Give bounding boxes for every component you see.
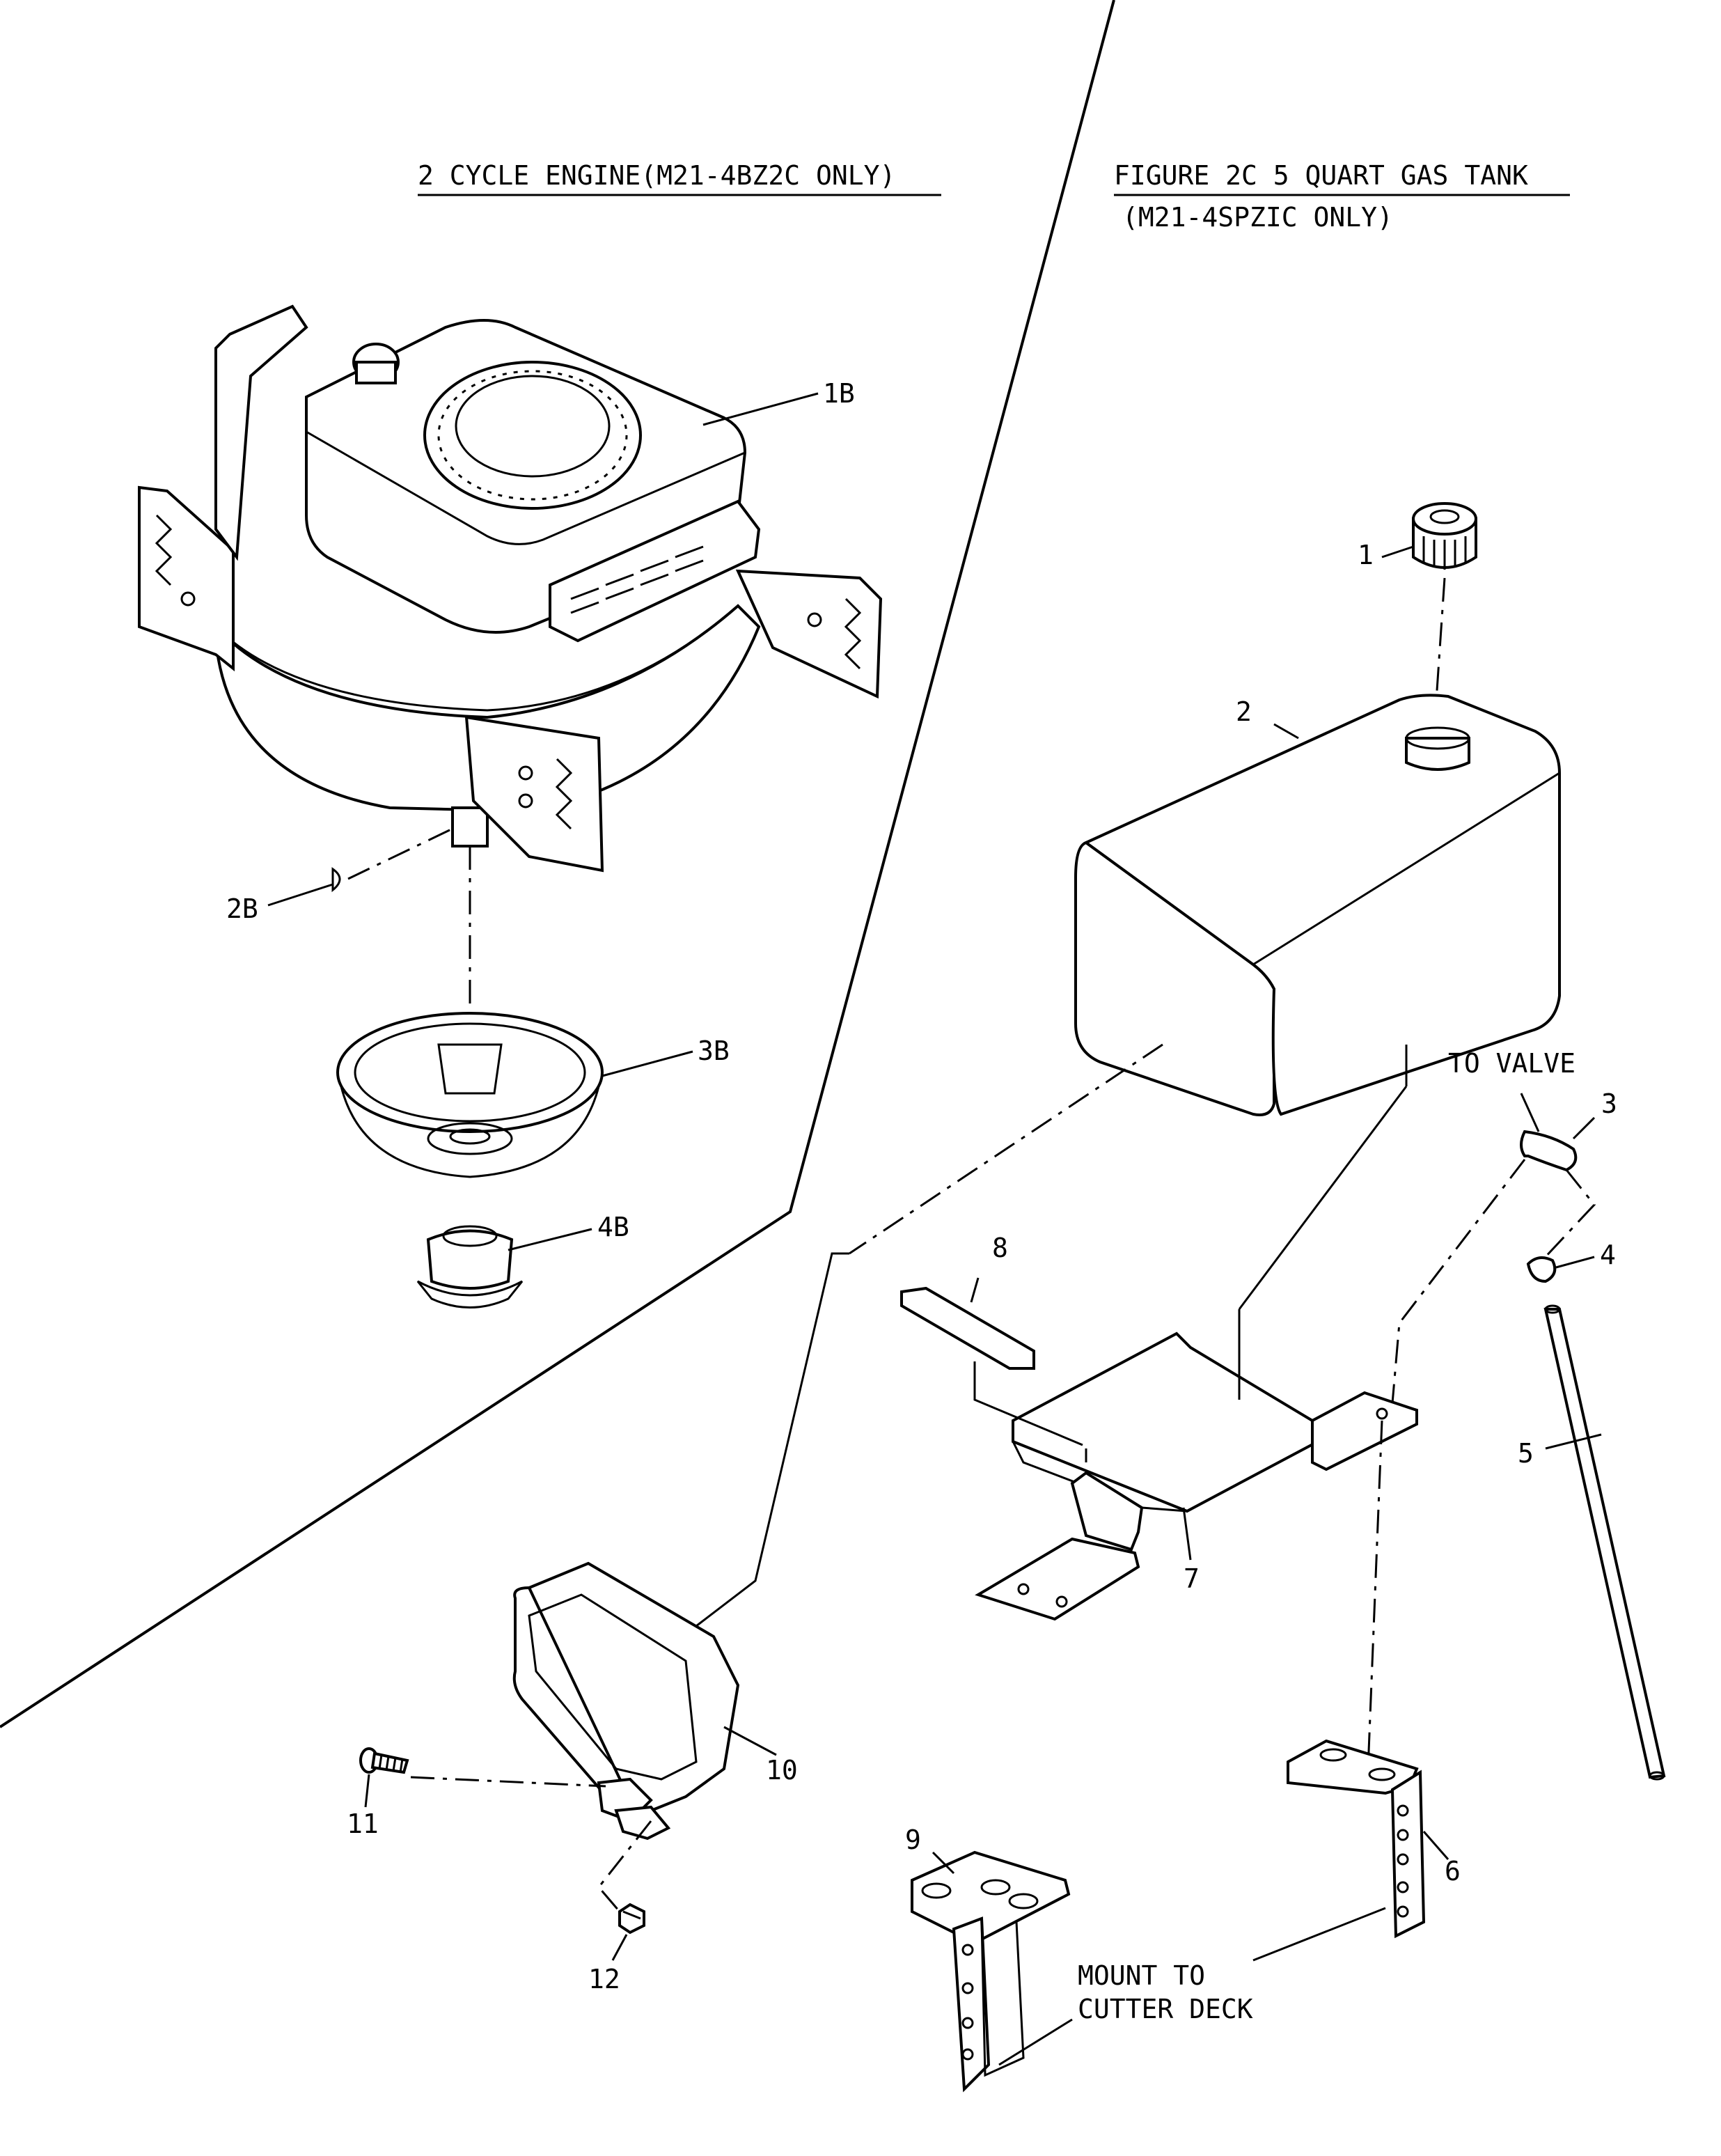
callout-4: 4 bbox=[1600, 1240, 1616, 1270]
tank-strip bbox=[900, 1286, 1035, 1370]
callout-7: 7 bbox=[1184, 1563, 1200, 1594]
callout-8: 8 bbox=[992, 1233, 1008, 1263]
tank-title: FIGURE 2C 5 QUART GAS TANK bbox=[1114, 160, 1528, 191]
callout-4b: 4B bbox=[597, 1212, 629, 1242]
bolt bbox=[359, 1747, 409, 1774]
callout-3b: 3B bbox=[698, 1036, 730, 1066]
engine-deck bbox=[214, 604, 761, 813]
callout-11: 11 bbox=[347, 1809, 379, 1839]
callout-2b: 2B bbox=[226, 893, 258, 924]
nut bbox=[618, 1903, 645, 1935]
hose-clamp bbox=[1520, 1130, 1578, 1172]
blade-nut bbox=[416, 1225, 524, 1309]
fuel-hose bbox=[1543, 1308, 1666, 1779]
callout-12: 12 bbox=[588, 1964, 620, 1994]
mount-note-line2: CUTTER DECK bbox=[1078, 1994, 1253, 2024]
callout-5: 5 bbox=[1518, 1438, 1534, 1469]
mount-bracket-left bbox=[138, 485, 235, 672]
section-divider bbox=[0, 0, 1115, 1728]
gas-cap bbox=[1412, 502, 1477, 570]
engine-title: 2 CYCLE ENGINE(M21-4BZ2C ONLY) bbox=[418, 160, 895, 191]
mount-bracket-left-tank bbox=[911, 1850, 1071, 2093]
blade-adapter bbox=[336, 1012, 604, 1178]
callout-9: 9 bbox=[905, 1825, 921, 1855]
tank-strap bbox=[512, 1561, 740, 1841]
gas-tank bbox=[1074, 694, 1561, 1116]
mount-bracket-right bbox=[735, 569, 883, 699]
callout-3: 3 bbox=[1601, 1088, 1617, 1119]
engine-muffler bbox=[549, 499, 761, 643]
callout-6: 6 bbox=[1445, 1856, 1461, 1886]
mount-bracket-right-tank bbox=[1287, 1739, 1426, 1939]
callout-1b: 1B bbox=[823, 378, 855, 409]
hose-clip bbox=[1526, 1256, 1557, 1283]
to-valve-note: TO VALVE bbox=[1448, 1048, 1575, 1079]
engine-assembly bbox=[138, 304, 883, 873]
blower-housing bbox=[423, 361, 642, 510]
callout-2: 2 bbox=[1236, 696, 1252, 727]
callout-1: 1 bbox=[1358, 540, 1374, 570]
tank-subtitle: (M21-4SPZIC ONLY) bbox=[1122, 202, 1393, 233]
engine-shaft bbox=[451, 806, 489, 847]
mount-note-line1: MOUNT TO bbox=[1078, 1960, 1205, 1991]
mount-bracket-front bbox=[464, 715, 604, 873]
mount-bracket-rear bbox=[214, 304, 308, 561]
callout-10: 10 bbox=[766, 1755, 798, 1786]
woodruff-key bbox=[331, 867, 341, 893]
tank-tray bbox=[975, 1331, 1418, 1621]
